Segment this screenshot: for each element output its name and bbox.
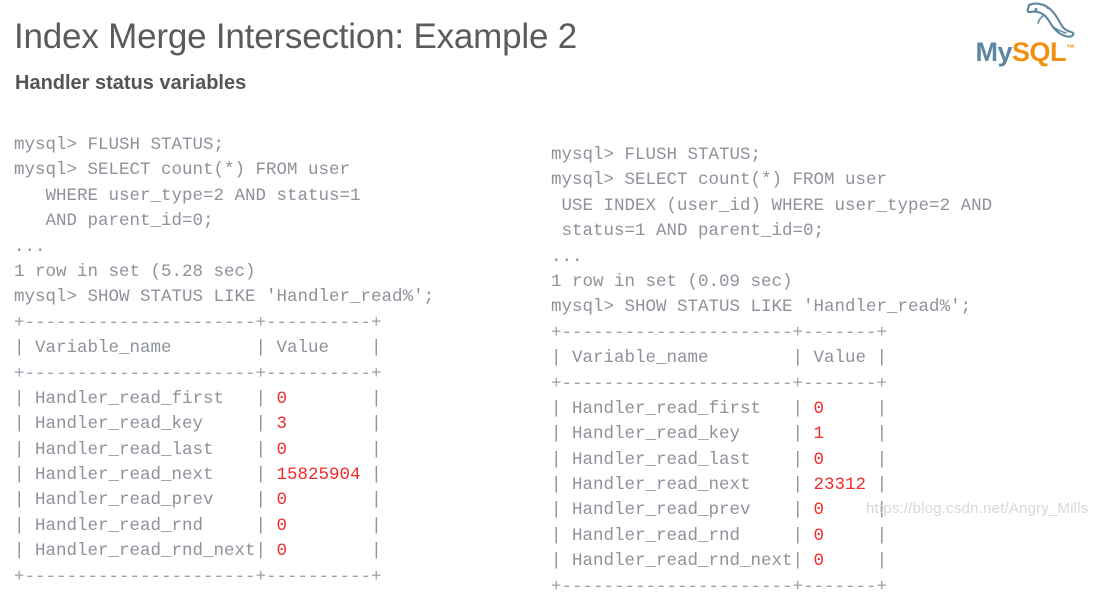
console-line: | Handler_read_rnd | 0 | — [14, 514, 434, 539]
console-line: | Handler_read_next | 23312 | — [551, 473, 992, 498]
console-cell-value: 3 — [276, 414, 288, 435]
console-line: | Handler_read_first | 0 | — [551, 397, 992, 422]
sql-console-without-index-hint: mysql> FLUSH STATUS; mysql> SELECT count(… — [14, 133, 434, 590]
console-cell-label: | Handler_read_key | — [14, 414, 277, 435]
console-cell-value: 0 — [813, 500, 825, 521]
watermark: https://blog.csdn.net/Angry_Mills — [866, 500, 1089, 517]
console-line: mysql> FLUSH STATUS; — [14, 135, 225, 155]
console-line: | Handler_read_key | 3 | — [14, 412, 434, 437]
console-cell-label: | Handler_read_next | — [551, 475, 814, 496]
console-cell-label: | Handler_read_prev | — [551, 500, 814, 521]
console-line: | Handler_read_first | 0 | — [14, 387, 434, 412]
console-cell-padding: | — [824, 424, 888, 445]
console-line: | Handler_read_key | 1 | — [551, 422, 992, 447]
console-line: status=1 AND parent_id=0; — [551, 221, 825, 242]
console-line: AND parent_id=0; — [14, 211, 214, 232]
console-cell-padding: | — [824, 551, 888, 572]
console-cell-label: | Handler_read_last | — [551, 449, 814, 470]
mysql-trademark-symbol: ™ — [1066, 43, 1075, 53]
console-line: | Handler_read_rnd_next| 0 | — [14, 539, 434, 564]
console-cell-label: | Handler_read_last | — [14, 439, 277, 460]
dolphin-icon — [1017, 2, 1079, 40]
console-line: WHERE user_type=2 AND status=1 — [14, 185, 361, 206]
console-cell-value: 0 — [813, 398, 825, 419]
console-cell-padding: | — [866, 475, 888, 496]
console-cell-padding: | — [824, 500, 888, 521]
console-line: 1 row in set (5.28 sec) — [14, 261, 256, 282]
slide-subtitle: Handler status variables — [15, 72, 247, 94]
console-cell-value: 0 — [813, 449, 825, 470]
console-cell-padding: | — [287, 439, 382, 460]
console-cell-padding: | — [287, 414, 382, 435]
console-cell-value: 0 — [276, 490, 288, 511]
console-cell-value: 15825904 — [276, 465, 361, 486]
console-line: ... — [14, 236, 46, 257]
console-cell-padding: | — [287, 388, 382, 409]
console-cell-label: | Handler_read_next | — [14, 465, 277, 486]
console-line: | Variable_name | Value | — [14, 338, 382, 359]
mysql-wordmark-sql: SQL — [1012, 37, 1067, 67]
console-cell-padding: | — [824, 449, 888, 470]
console-line: mysql> SELECT count(*) FROM user — [551, 170, 888, 191]
console-cell-padding: | — [287, 515, 382, 536]
console-cell-label: | Handler_read_first | — [551, 398, 814, 419]
console-line: mysql> SHOW STATUS LIKE 'Handler_read%'; — [551, 297, 972, 318]
console-cell-label: | Handler_read_key | — [551, 424, 814, 445]
console-rule: +----------------------+-------+ — [551, 576, 888, 597]
console-cell-padding: | — [287, 541, 382, 562]
console-cell-value: 0 — [276, 388, 288, 409]
console-line: mysql> FLUSH STATUS; — [551, 145, 762, 165]
console-line: 1 row in set (0.09 sec) — [551, 271, 793, 292]
console-cell-label: | Handler_read_first | — [14, 388, 277, 409]
console-line: USE INDEX (user_id) WHERE user_type=2 AN… — [551, 195, 993, 216]
console-line: | Handler_read_prev | 0 | — [14, 488, 434, 513]
console-line: | Handler_read_last | 0 | — [14, 438, 434, 463]
console-rule: +----------------------+----------+ — [14, 312, 382, 333]
console-line: ... — [551, 246, 583, 267]
console-cell-label: | Handler_read_rnd_next| — [551, 551, 814, 572]
mysql-logo: MySQL™ — [965, 2, 1085, 72]
console-line: | Handler_read_next | 15825904 | — [14, 463, 434, 488]
sql-console-with-use-index: mysql> FLUSH STATUS; mysql> SELECT count(… — [551, 143, 992, 600]
console-cell-value: 0 — [276, 515, 288, 536]
slide-title: Index Merge Intersection: Example 2 — [14, 17, 578, 56]
console-line: | Handler_read_rnd_next| 0 | — [551, 549, 992, 574]
console-cell-value: 0 — [813, 525, 825, 546]
console-line: | Variable_name | Value | — [551, 348, 888, 369]
console-cell-padding: | — [824, 525, 888, 546]
console-cell-value: 0 — [276, 439, 288, 460]
console-cell-value: 0 — [813, 551, 825, 572]
console-cell-padding: | — [360, 465, 382, 486]
console-cell-label: | Handler_read_prev | — [14, 490, 277, 511]
console-line: | Handler_read_prev | 0 | — [551, 498, 992, 523]
console-cell-label: | Handler_read_rnd | — [551, 525, 814, 546]
console-cell-value: 23312 — [813, 475, 867, 496]
console-rule: +----------------------+-------+ — [551, 322, 888, 343]
console-cell-padding: | — [824, 398, 888, 419]
console-cell-value: 1 — [813, 424, 825, 445]
console-rule: +----------------------+----------+ — [14, 566, 382, 587]
mysql-wordmark: MySQL™ — [965, 39, 1085, 66]
console-cell-value: 0 — [276, 541, 288, 562]
console-line: | Handler_read_last | 0 | — [551, 448, 992, 473]
console-line: mysql> SHOW STATUS LIKE 'Handler_read%'; — [14, 287, 435, 308]
mysql-wordmark-my: My — [975, 37, 1012, 67]
console-cell-label: | Handler_read_rnd | — [14, 515, 277, 536]
console-cell-label: | Handler_read_rnd_next| — [14, 541, 277, 562]
console-cell-padding: | — [287, 490, 382, 511]
console-line: mysql> SELECT count(*) FROM user — [14, 160, 351, 181]
console-rule: +----------------------+----------+ — [14, 363, 382, 384]
console-rule: +----------------------+-------+ — [551, 373, 888, 394]
